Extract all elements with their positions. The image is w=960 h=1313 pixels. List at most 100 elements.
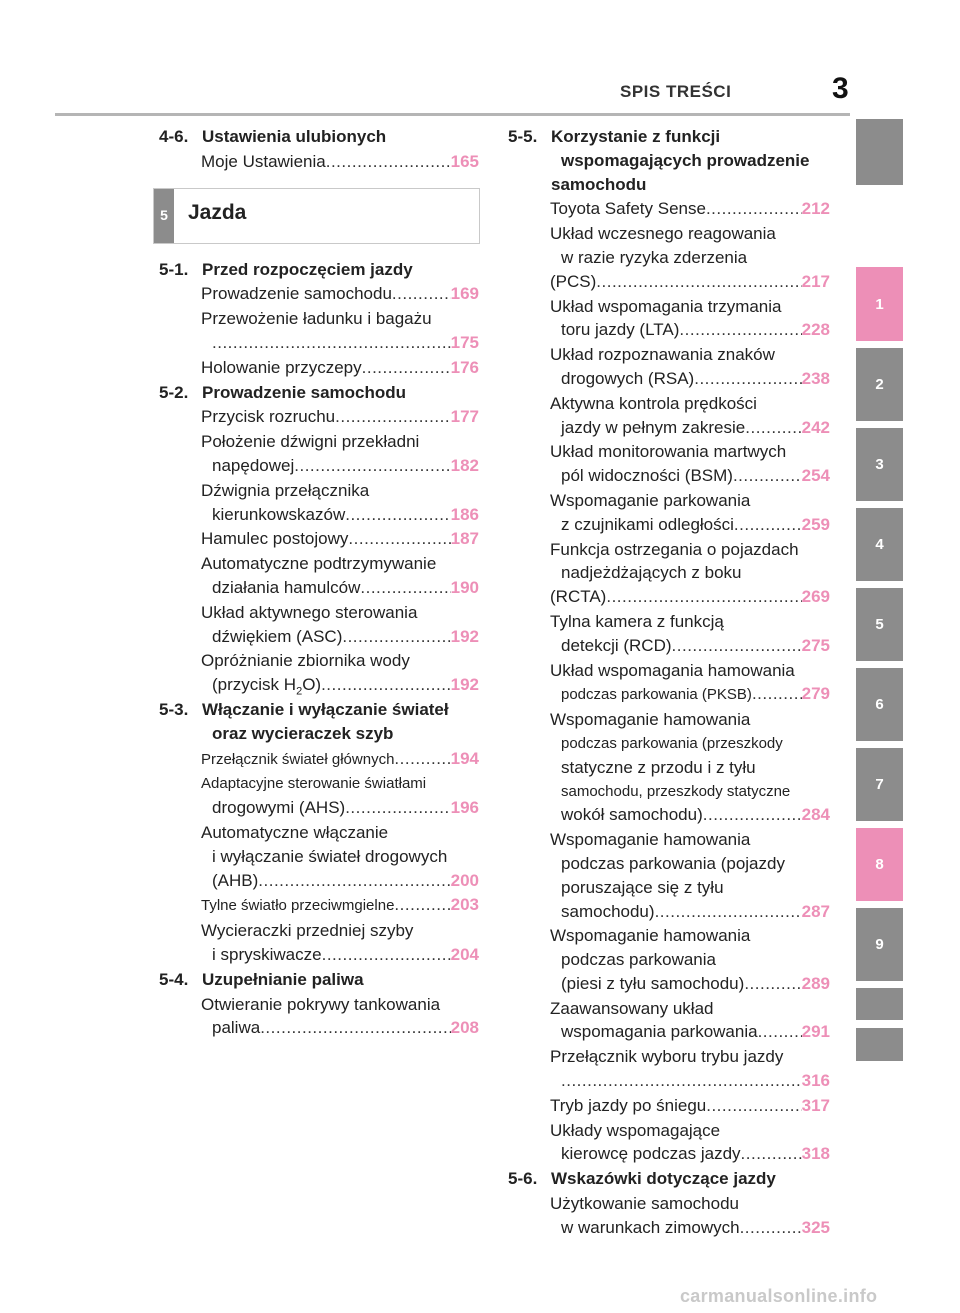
page-ref[interactable]: 176 — [450, 357, 479, 377]
page-ref[interactable]: 169 — [450, 284, 479, 304]
toc-entry[interactable]: Układ wczesnego reagowania w razie ryzyk… — [550, 222, 830, 293]
toc-entry[interactable]: Przewożenie ładunku i bagażu 175 — [201, 307, 479, 355]
page-ref[interactable]: 217 — [801, 271, 830, 291]
toc-entry[interactable]: Wspomaganie hamowania podczas parkowania… — [550, 828, 830, 923]
page-ref[interactable]: 259 — [801, 514, 830, 534]
page-ref[interactable]: 275 — [801, 635, 830, 655]
toc-entry[interactable]: Wspomaganie hamowania podczas parkowania… — [550, 708, 830, 827]
page-ref[interactable]: 212 — [801, 199, 830, 219]
toc-entry[interactable]: Przycisk rozruchu177 — [201, 405, 479, 429]
page-ref[interactable]: 175 — [450, 332, 479, 352]
chapter-tab-extra[interactable] — [856, 1028, 903, 1061]
page-ref[interactable]: 187 — [450, 529, 479, 549]
chapter-tab-3[interactable]: 3 — [856, 428, 903, 501]
page-ref[interactable]: 242 — [801, 417, 830, 437]
toc-entry[interactable]: Układ rozpoznawania znaków drogowych (RS… — [550, 343, 830, 391]
toc-entry[interactable]: Układ monitorowania martwych pól widoczn… — [550, 440, 830, 488]
page-ref[interactable]: 269 — [801, 587, 830, 607]
toc-entry[interactable]: Przełącznik wyboru trybu jazdy 316 — [550, 1045, 830, 1093]
page-ref[interactable]: 291 — [801, 1022, 830, 1042]
section-title: Włączanie i wyłączanie świateł — [202, 699, 449, 719]
section-heading: 4-6. Ustawienia ulubionych — [159, 125, 479, 149]
toc-entry[interactable]: Automatyczne podtrzymywanie działania ha… — [201, 552, 479, 600]
chapter-tab-extra[interactable] — [856, 988, 903, 1020]
page-ref[interactable]: 318 — [801, 1144, 830, 1164]
entry-text: kierowcę podczas jazdy — [561, 1144, 741, 1164]
page-ref[interactable]: 177 — [450, 407, 479, 427]
page-ref[interactable]: 182 — [450, 455, 479, 475]
page-ref[interactable]: 186 — [450, 504, 479, 524]
toc-entry[interactable]: Wycieraczki przedniej szyby i spryskiwac… — [201, 919, 479, 967]
toc-entry[interactable]: Tylna kamera z funkcją detekcji (RCD)275 — [550, 610, 830, 658]
toc-entry[interactable]: Otwieranie pokrywy tankowania paliwa208 — [201, 993, 479, 1041]
page-ref[interactable]: 316 — [801, 1071, 830, 1091]
page-ref[interactable]: 287 — [801, 901, 830, 921]
toc-entry[interactable]: Tryb jazdy po śniegu 317 — [550, 1094, 830, 1118]
toc-entry[interactable]: Dźwignia przełącznika kierunkowskazów186 — [201, 479, 479, 527]
page-ref[interactable]: 194 — [450, 748, 479, 768]
page-ref[interactable]: 192 — [450, 626, 479, 646]
chapter-tab-9[interactable]: 9 — [856, 908, 903, 981]
entry-text: w razie ryzyka zderzenia — [561, 247, 748, 267]
chapter-tab-6[interactable]: 6 — [856, 668, 903, 741]
toc-entry[interactable]: Układ wspomagania trzymania toru jazdy (… — [550, 295, 830, 343]
chapter-tab-5[interactable]: 5 — [856, 588, 903, 661]
watermark: carmanualsonline.info — [680, 1286, 878, 1306]
toc-entry[interactable]: Położenie dźwigni przekładni napędowej18… — [201, 430, 479, 478]
chapter-tab-8[interactable]: 8 — [856, 828, 903, 901]
page-ref[interactable]: 279 — [801, 684, 830, 704]
toc-entry[interactable]: Hamulec postojowy187 — [201, 527, 479, 551]
toc-entry[interactable]: Zaawansowany układ wspomagania parkowani… — [550, 997, 830, 1045]
toc-entry[interactable]: Wspomaganie hamowania podczas parkowania… — [550, 924, 830, 995]
page-ref[interactable]: 190 — [450, 577, 479, 597]
chapter-tab[interactable] — [856, 119, 903, 185]
toc-entry[interactable]: Układy wspomagające kierowcę podczas jaz… — [550, 1119, 830, 1167]
chapter-tab-1[interactable]: 1 — [856, 267, 903, 341]
toc-entry[interactable]: Prowadzenie samochodu169 — [201, 282, 479, 306]
entry-text: podczas parkowania (PKSB) — [561, 686, 752, 704]
toc-entry[interactable]: Moje Ustawienia165 — [201, 150, 479, 174]
page-ref[interactable]: 204 — [450, 944, 479, 964]
toc-entry[interactable]: Przełącznik świateł głównych194 — [201, 747, 479, 772]
toc-entry[interactable]: Tylne światło przeciwmgielne203 — [201, 893, 479, 918]
toc-entry[interactable]: Układ aktywnego sterowania dźwiękiem (AS… — [201, 601, 479, 649]
page-ref[interactable]: 200 — [450, 870, 479, 890]
page-ref[interactable]: 196 — [450, 798, 479, 818]
entry-text: Wspomaganie hamowania — [550, 926, 751, 946]
entry-text: działania hamulców — [212, 577, 361, 597]
toc-entry[interactable]: Toyota Safety Sense212 — [550, 197, 830, 221]
entry-text: Automatyczne włączanie — [201, 822, 389, 842]
entry-text: jazdy w pełnym zakresie — [561, 417, 746, 437]
page-ref[interactable]: 284 — [801, 805, 830, 825]
entry-text: Tryb jazdy po śniegu — [550, 1095, 707, 1115]
page-ref[interactable]: 208 — [450, 1018, 479, 1038]
page-ref[interactable]: 228 — [801, 320, 830, 340]
toc-entry[interactable]: Użytkowanie samochodu w warunkach zimowy… — [550, 1192, 830, 1240]
toc-entry[interactable]: Adaptacyjne sterowanie światłami drogowy… — [201, 772, 479, 820]
page-ref[interactable]: 165 — [450, 151, 479, 171]
section-number: 5-4. — [159, 969, 189, 989]
page-ref[interactable]: 254 — [801, 466, 830, 486]
toc-entry[interactable]: Wspomaganie parkowania z czujnikami odle… — [550, 489, 830, 537]
page-ref[interactable]: 238 — [801, 368, 830, 388]
toc-entry[interactable]: Holowanie przyczepy176 — [201, 356, 479, 380]
entry-text: podczas parkowania (pojazdy — [561, 853, 785, 873]
page-ref[interactable]: 289 — [801, 973, 830, 993]
entry-text: Funkcja ostrzegania o pojazdach — [550, 539, 799, 559]
page-ref[interactable]: 317 — [801, 1095, 830, 1115]
page-ref[interactable]: 203 — [450, 895, 479, 915]
chapter-tab-2[interactable]: 2 — [856, 348, 903, 421]
toc-entry[interactable]: Układ wspomagania hamowania podczas park… — [550, 659, 830, 708]
chapter-tab-7[interactable]: 7 — [856, 748, 903, 821]
toc-entry[interactable]: Aktywna kontrola prędkości jazdy w pełny… — [550, 392, 830, 440]
chapter-tab-4[interactable]: 4 — [856, 508, 903, 581]
toc-entry[interactable]: Funkcja ostrzegania o pojazdach nadjeżdż… — [550, 538, 830, 609]
section-title: Przed rozpoczęciem jazdy — [202, 259, 413, 279]
page-ref[interactable]: 325 — [801, 1217, 830, 1237]
section-number: 5-1. — [159, 259, 189, 279]
toc-entry[interactable]: Automatyczne włączanie i wyłączanie świa… — [201, 821, 479, 892]
page-ref[interactable]: 192 — [450, 675, 479, 695]
toc-entry[interactable]: Opróżnianie zbiornika wody (przycisk H2O… — [201, 649, 479, 697]
page-number: 3 — [832, 72, 849, 105]
